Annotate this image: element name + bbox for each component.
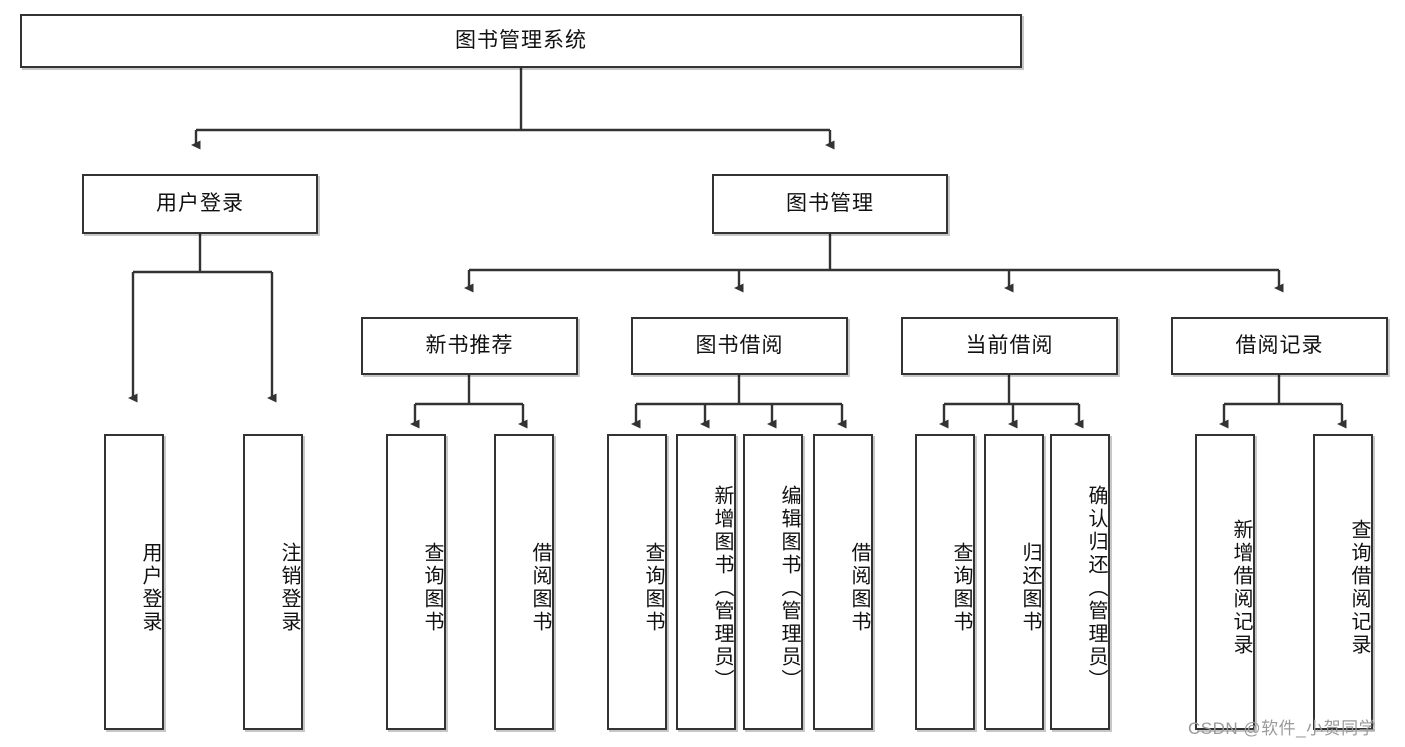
node-label: 归还图书: [1019, 542, 1041, 634]
node-label: 确认归还（管理员）: [1085, 484, 1107, 692]
node-current-borrow[interactable]: 当前借阅: [901, 317, 1118, 375]
node-leaf-newbook-borrow-book[interactable]: 借阅图书: [494, 434, 554, 730]
node-label: 查询图书: [950, 542, 972, 634]
node-label: 图书借阅: [695, 334, 784, 358]
node-leaf-currentborrow-query-book[interactable]: 查询图书: [915, 434, 975, 730]
node-label: 图书管理系统: [455, 29, 587, 53]
node-label: 用户登录: [156, 192, 244, 216]
node-root-book-management-system[interactable]: 图书管理系统: [20, 14, 1022, 68]
node-label: 查询借阅记录: [1348, 519, 1370, 657]
node-label: 查询图书: [642, 542, 664, 634]
node-user-login[interactable]: 用户登录: [82, 174, 318, 234]
node-leaf-user-login-signout[interactable]: 注销登录: [243, 434, 303, 730]
node-label: 新增图书（管理员）: [711, 484, 733, 692]
node-leaf-currentborrow-confirm-return-admin[interactable]: 确认归还（管理员）: [1050, 434, 1110, 730]
node-leaf-bookborrow-borrow-book[interactable]: 借阅图书: [813, 434, 873, 730]
node-leaf-bookborrow-query-book[interactable]: 查询图书: [607, 434, 667, 730]
node-leaf-borrowrecord-query-record[interactable]: 查询借阅记录: [1313, 434, 1373, 730]
node-label: 新增借阅记录: [1230, 519, 1252, 657]
node-label: 编辑图书（管理员）: [778, 484, 800, 692]
node-leaf-currentborrow-return-book[interactable]: 归还图书: [984, 434, 1044, 730]
node-label: 注销登录: [278, 542, 300, 634]
node-leaf-user-login-signin[interactable]: 用户登录: [104, 434, 164, 730]
node-label: 当前借阅: [965, 334, 1054, 358]
node-label: 用户登录: [139, 542, 161, 634]
node-borrow-record[interactable]: 借阅记录: [1171, 317, 1388, 375]
node-book-management[interactable]: 图书管理: [712, 174, 948, 234]
node-label: 借阅图书: [848, 542, 870, 634]
node-label: 借阅图书: [529, 542, 551, 634]
node-new-book-recommend[interactable]: 新书推荐: [361, 317, 578, 375]
node-leaf-bookborrow-edit-book-admin[interactable]: 编辑图书（管理员）: [743, 434, 803, 730]
node-book-borrow[interactable]: 图书借阅: [631, 317, 848, 375]
node-label: 图书管理: [786, 192, 874, 216]
node-label: 查询图书: [421, 542, 443, 634]
node-leaf-borrowrecord-add-record[interactable]: 新增借阅记录: [1195, 434, 1255, 730]
node-leaf-newbook-query-book[interactable]: 查询图书: [386, 434, 446, 730]
node-label: 借阅记录: [1235, 334, 1324, 358]
node-label: 新书推荐: [425, 334, 514, 358]
node-leaf-bookborrow-add-book-admin[interactable]: 新增图书（管理员）: [676, 434, 736, 730]
